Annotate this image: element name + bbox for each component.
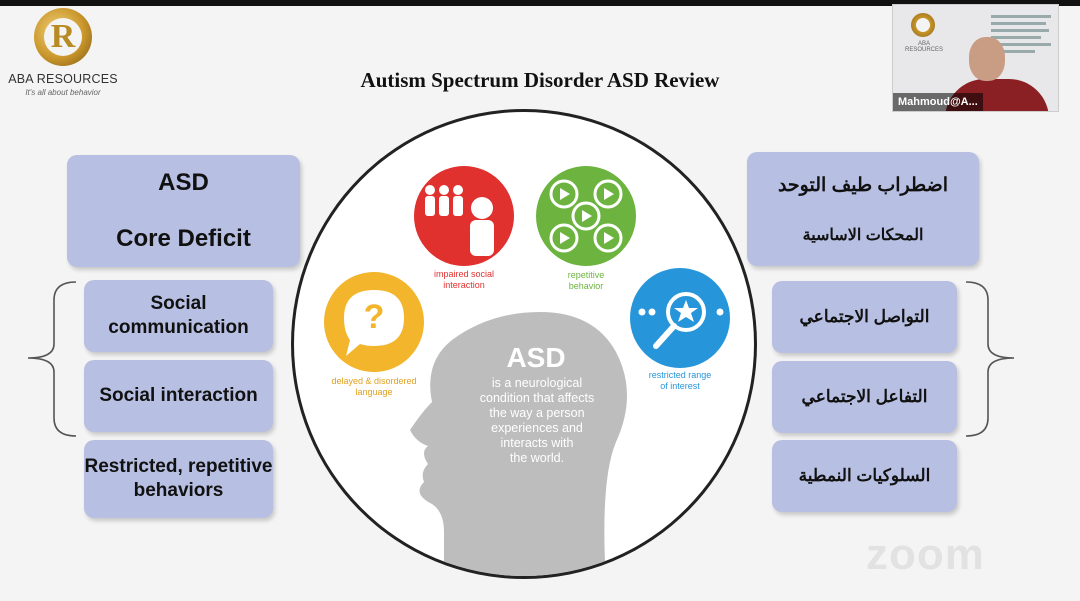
video-logo-icon bbox=[911, 13, 935, 37]
participant-head bbox=[969, 37, 1005, 81]
asd-core-deficit-box: ASD Core Deficit bbox=[67, 155, 300, 267]
core-subtitle: Core Deficit bbox=[116, 225, 251, 252]
video-logo-text: ABA RESOURCES bbox=[904, 41, 943, 53]
participant-video[interactable]: ABA RESOURCES Mahmoud@A... bbox=[892, 4, 1059, 112]
video-background-text bbox=[991, 15, 1053, 57]
social-interaction-box: Social interaction bbox=[84, 360, 273, 432]
slide-title: Autism Spectrum Disorder ASD Review bbox=[360, 68, 720, 92]
arabic-core-title: اضطراب طيف التوحد bbox=[777, 174, 949, 196]
magnifier-star-icon bbox=[630, 268, 730, 368]
core-title: ASD bbox=[158, 169, 209, 196]
zoom-watermark: zoom bbox=[866, 530, 985, 579]
impaired-social-interaction-icon bbox=[414, 166, 514, 266]
arabic-repetitive-behaviors-label: السلوكيات النمطية bbox=[798, 466, 931, 485]
aba-logo: R ABA RESOURCES It's all about behavior bbox=[8, 8, 118, 103]
logo-name: ABA RESOURCES bbox=[8, 72, 118, 86]
left-brace-icon bbox=[27, 281, 77, 437]
restricted-behaviors-box: Restricted, repetitive behaviors bbox=[84, 440, 273, 518]
head-silhouette-icon bbox=[410, 312, 627, 576]
arabic-social-communication-box: التواصل الاجتماعي bbox=[772, 281, 957, 353]
arabic-repetitive-behaviors-box: السلوكيات النمطية bbox=[772, 440, 957, 512]
arabic-social-interaction-label: التفاعل الاجتماعي bbox=[801, 387, 928, 406]
asd-definition: is a neurological condition that affects… bbox=[479, 376, 595, 465]
arabic-social-interaction-box: التفاعل الاجتماعي bbox=[772, 361, 957, 433]
social-communication-label: Social communication bbox=[108, 293, 249, 338]
logo-ring-icon bbox=[34, 8, 92, 66]
social-interaction-label: Social interaction bbox=[99, 385, 258, 406]
social-communication-box: Social communication bbox=[84, 280, 273, 352]
arabic-core-subtitle: المحكات الاساسية bbox=[802, 226, 924, 244]
logo-letter: R bbox=[50, 18, 76, 55]
question-mark: ? bbox=[363, 298, 385, 336]
restricted-behaviors-label: Restricted, repetitive behaviors bbox=[84, 456, 273, 501]
logo-tagline: It's all about behavior bbox=[25, 88, 101, 97]
arabic-core-box: اضطراب طيف التوحد المحكات الاساسية bbox=[747, 152, 979, 266]
participant-name: Mahmoud@A... bbox=[893, 93, 983, 111]
arabic-social-communication-label: التواصل الاجتماعي bbox=[799, 307, 930, 326]
asd-heading: ASD bbox=[506, 342, 566, 373]
right-brace-icon bbox=[965, 281, 1015, 437]
top-bar bbox=[0, 0, 1080, 6]
speech-bubble-icon bbox=[324, 272, 424, 372]
repetitive-behavior-icon bbox=[536, 166, 636, 266]
